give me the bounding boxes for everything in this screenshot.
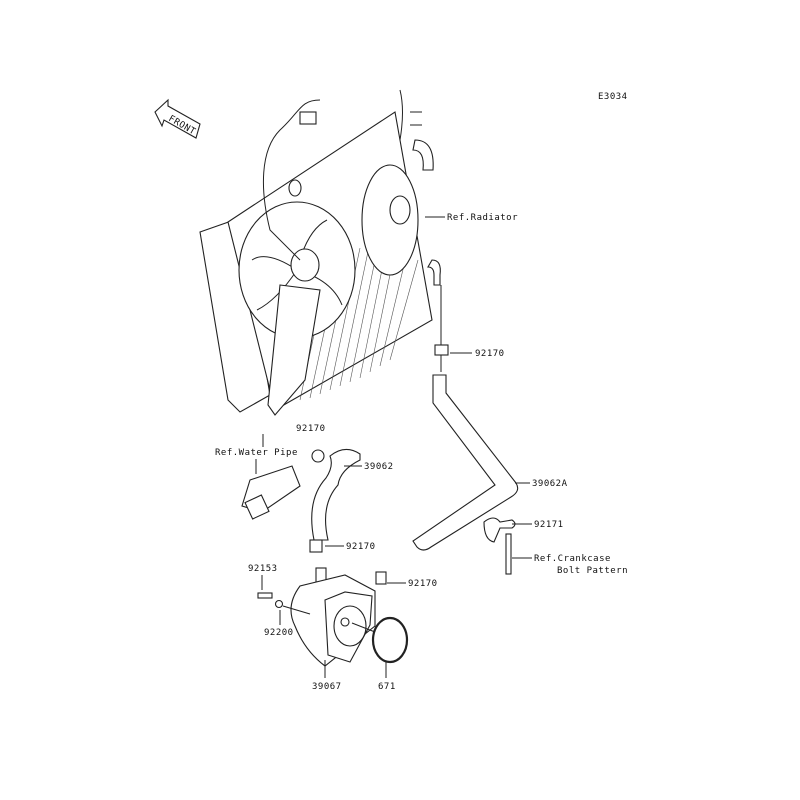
crankcase-bolt-icon bbox=[505, 533, 512, 575]
clamp-icon bbox=[309, 539, 323, 553]
label-92200: 92200 bbox=[264, 628, 294, 638]
label-ref-water-pipe: Ref.Water Pipe bbox=[215, 448, 298, 458]
label-92171: 92171 bbox=[534, 520, 564, 530]
o-ring-671 bbox=[371, 616, 409, 664]
hose-39062a bbox=[412, 285, 519, 551]
label-39067: 39067 bbox=[312, 682, 342, 692]
bolt-92153-icon bbox=[257, 592, 273, 599]
oil-cooler-39067 bbox=[290, 567, 376, 667]
front-arrow-icon: FRONT bbox=[154, 98, 201, 139]
clamp-icon bbox=[375, 571, 387, 585]
diagram-code: E3034 bbox=[598, 92, 628, 102]
hose-39062 bbox=[311, 448, 361, 541]
label-ref-radiator: Ref.Radiator bbox=[447, 213, 518, 223]
water-pipe-ref bbox=[241, 449, 325, 520]
label-39062a: 39062A bbox=[532, 479, 568, 489]
label-92170-cooler-top: 92170 bbox=[346, 542, 376, 552]
label-ref-crankcase: Ref.Crankcase bbox=[534, 554, 611, 564]
washer-92200-icon bbox=[274, 599, 284, 609]
label-671: 671 bbox=[378, 682, 396, 692]
label-bolt-pattern: Bolt Pattern bbox=[557, 566, 628, 576]
label-92170-water: 92170 bbox=[296, 424, 326, 434]
label-39062: 39062 bbox=[364, 462, 394, 472]
label-92170-upper: 92170 bbox=[475, 349, 505, 359]
label-92170-cooler-side: 92170 bbox=[408, 579, 438, 589]
radiator-assembly bbox=[199, 89, 441, 416]
leader-lines bbox=[255, 216, 532, 678]
label-92153: 92153 bbox=[248, 564, 278, 574]
